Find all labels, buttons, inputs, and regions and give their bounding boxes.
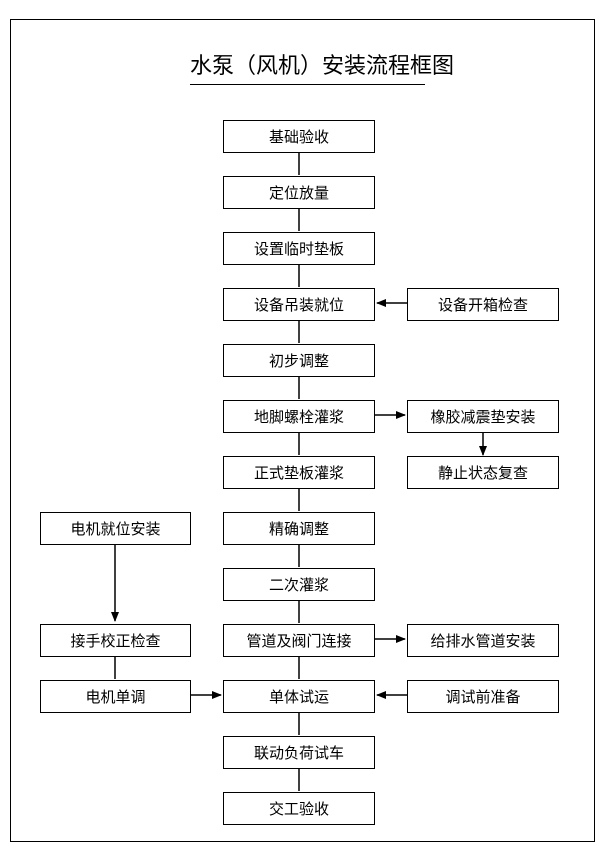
diagram-frame [10,19,595,842]
step-unpack-check: 设备开箱检查 [407,288,559,321]
step-positioning: 定位放量 [223,176,375,209]
step-foundation-acceptance: 基础验收 [223,120,375,153]
diagram-title: 水泵（风机）安装流程框图 [190,54,455,79]
step-single-test: 单体试运 [223,680,375,713]
step-hoisting: 设备吊装就位 [223,288,375,321]
step-shim-grouting: 正式垫板灌浆 [223,456,375,489]
step-motor-install: 电机就位安装 [40,512,191,545]
step-load-test: 联动负荷试车 [223,736,375,769]
step-handover: 交工验收 [223,792,375,825]
step-rubber-damper: 橡胶减震垫安装 [407,400,559,433]
step-rotation-check: 接手校正检查 [40,624,191,657]
step-temp-shims: 设置临时垫板 [223,232,375,265]
step-fine-adjust: 精确调整 [223,512,375,545]
title-underline [190,84,425,85]
step-initial-adjust: 初步调整 [223,344,375,377]
step-water-pipe: 给排水管道安装 [407,624,559,657]
step-pipe-connection: 管道及阀门连接 [223,624,375,657]
step-static-recheck: 静止状态复查 [407,456,559,489]
step-pre-test-prep: 调试前准备 [407,680,559,713]
step-motor-single: 电机单调 [40,680,191,713]
step-anchor-grouting: 地脚螺栓灌浆 [223,400,375,433]
step-secondary-grouting: 二次灌浆 [223,568,375,601]
